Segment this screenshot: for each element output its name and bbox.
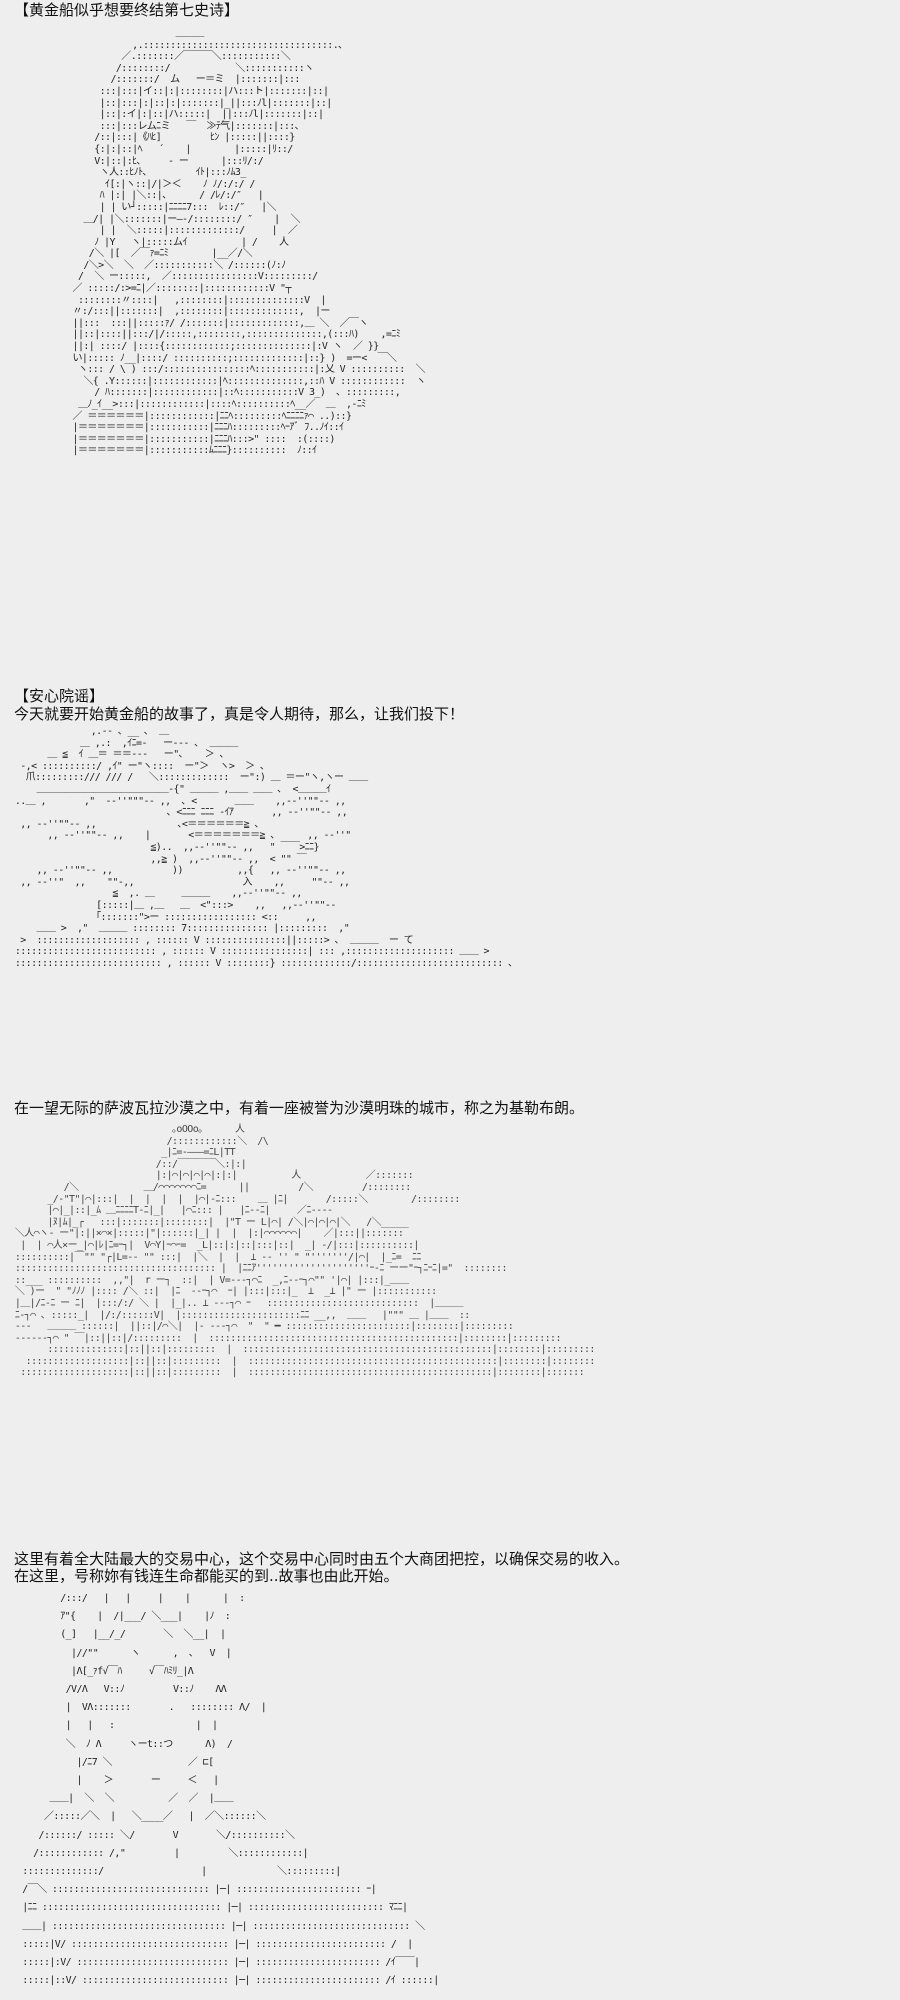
narration-line-3: 这里有着全大陆最大的交易中心，这个交易中心同时由五个大商团把控，以确保交易的收入…: [14, 1550, 630, 1568]
city-skyline-ascii-art: ｡oOOo｡ 人 /::::::::::::＼ /\ _|ﾆ=‐―――=ﾆL|T…: [14, 1124, 596, 1379]
narration-line-2: 在一望无际的萨波瓦拉沙漠之中，有着一座被誉为沙漠明珠的城市，称之为基勒布朗。: [14, 1099, 585, 1117]
girl-with-plushies-ascii-art: ＿＿＿ ,.::::::::::::::::::::::::::::::::::…: [72, 28, 426, 457]
character-closeup-ascii-art: /:::/ | | | | | : ｱ"{ | /|___/ ＼___| |ﾉ …: [22, 1593, 439, 1987]
title-caption: 【黄金船似乎想要终结第七史诗】: [14, 1, 240, 19]
narration-line-1: 今天就要开始黄金船的故事了，真是令人期待，那么，让我们投下！: [14, 705, 465, 723]
desert-landscape-ascii-art: ,.-- ､ __ ､ ＿ ＿ ,.: ,ｲﾆ=- ー--- ､ ＿＿＿ ＿ ≦…: [14, 726, 513, 969]
section-label-caption: 【安心院谣】: [14, 687, 105, 705]
narration-line-4: 在这里，号称妳有钱连生命都能买的到..故事也由此开始。: [14, 1567, 399, 1585]
